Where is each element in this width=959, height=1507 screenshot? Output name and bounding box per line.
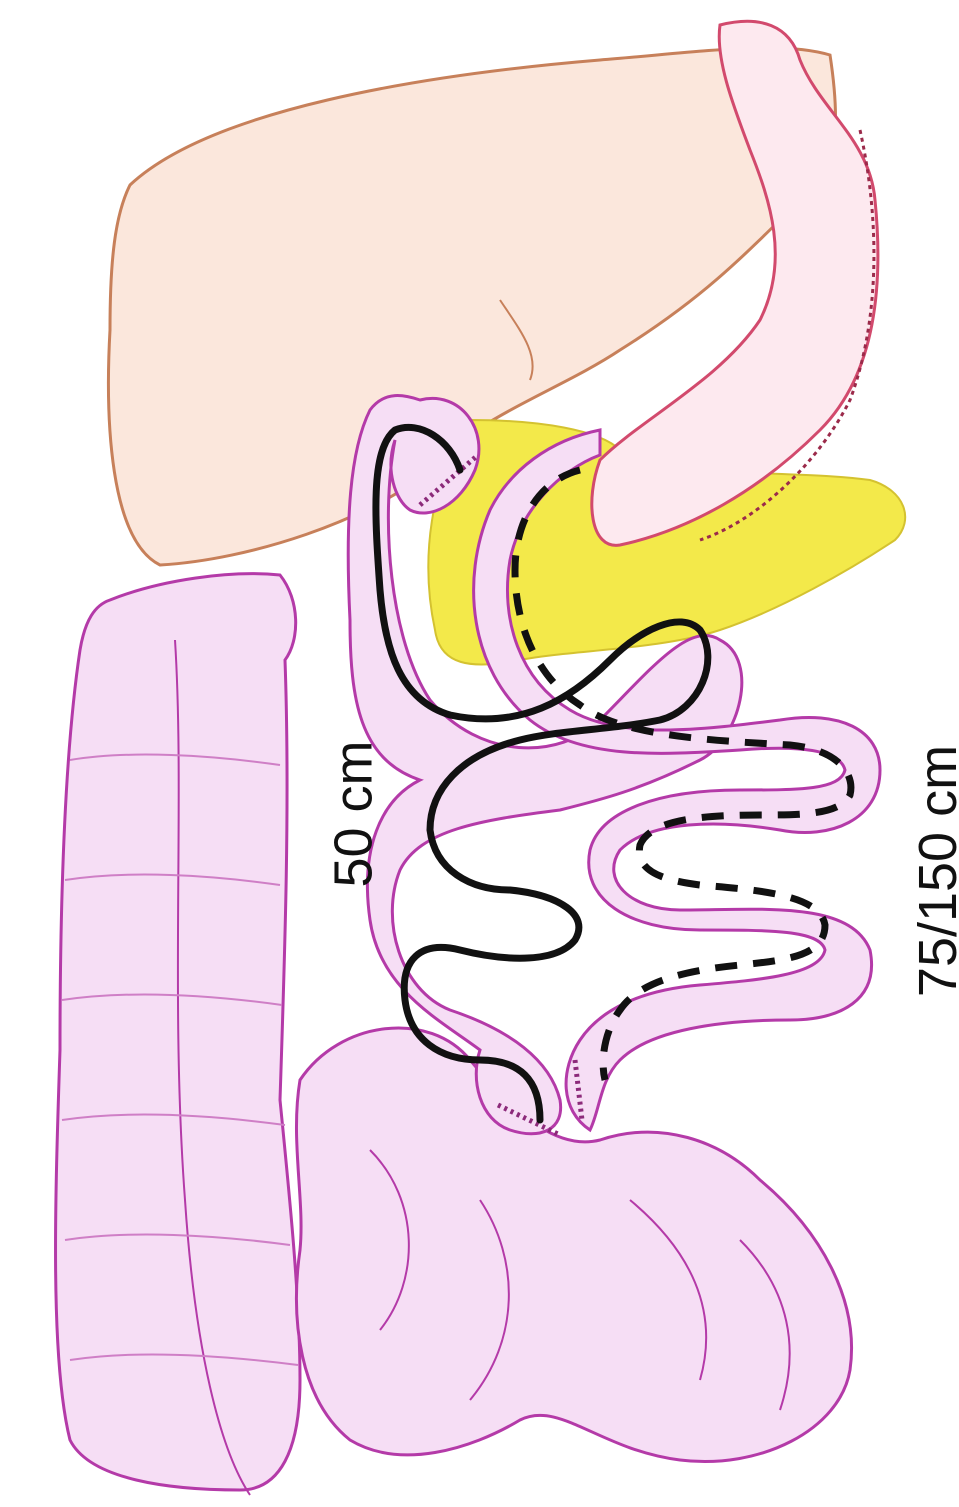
biliopancreatic-limb-length-label: 50 cm xyxy=(323,740,385,887)
alimentary-limb-length-label: 75/150 cm xyxy=(907,745,959,997)
